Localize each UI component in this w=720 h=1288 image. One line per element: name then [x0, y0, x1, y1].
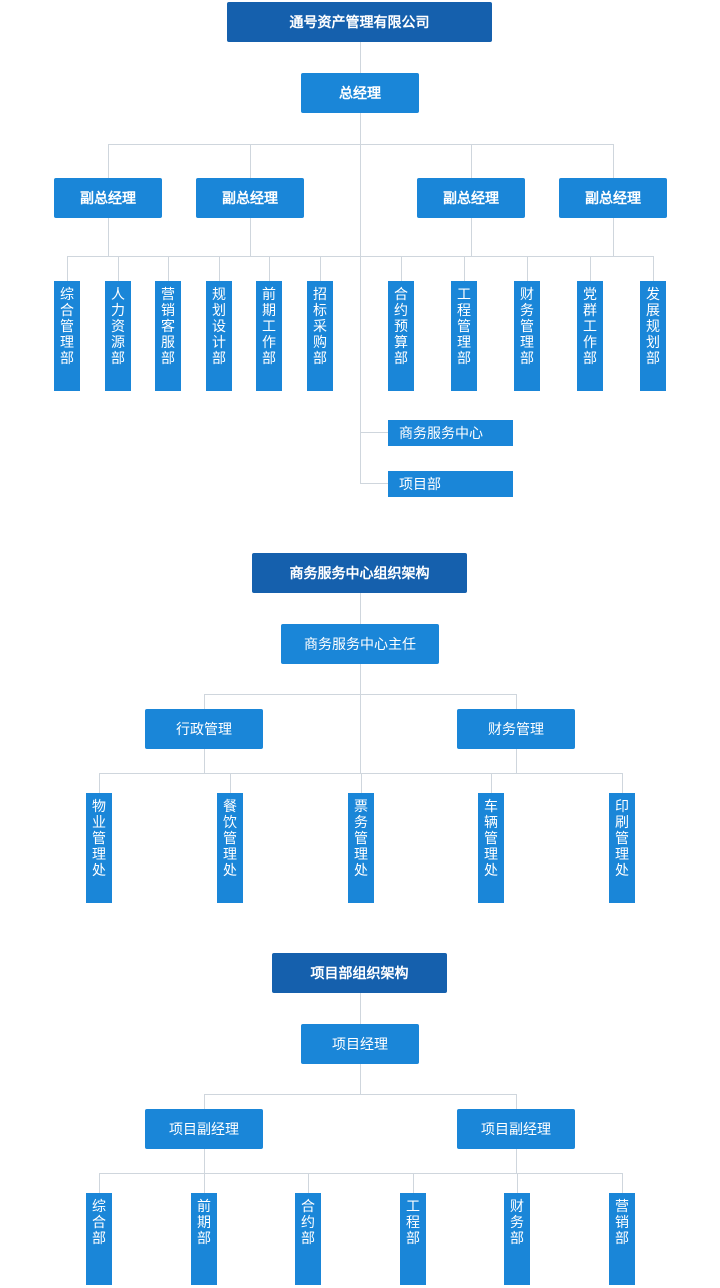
deputy-project-manager-box: 项目副经理 — [457, 1109, 575, 1149]
service-unit-box: 物业管理处 — [86, 793, 112, 903]
service-unit-box: 印刷管理处 — [609, 793, 635, 903]
project-unit-box: 营销部 — [609, 1193, 635, 1285]
department-box: 营销客服部 — [155, 281, 181, 391]
department-box: 发展规划部 — [640, 281, 666, 391]
deputy-manager-box: 副总经理 — [54, 178, 162, 218]
project-department-box: 项目部 — [388, 471, 513, 497]
general-manager-box: 总经理 — [301, 73, 419, 113]
project-unit-box: 综合部 — [86, 1193, 112, 1285]
service-unit-box: 票务管理处 — [348, 793, 374, 903]
department-box: 前期工作部 — [256, 281, 282, 391]
department-box: 党群工作部 — [577, 281, 603, 391]
department-box: 人力资源部 — [105, 281, 131, 391]
department-box: 综合管理部 — [54, 281, 80, 391]
service-center-head-box: 商务服务中心主任 — [281, 624, 439, 664]
deputy-manager-box: 副总经理 — [417, 178, 525, 218]
admin-management-box: 行政管理 — [145, 709, 263, 749]
department-box: 合约预算部 — [388, 281, 414, 391]
finance-management-box: 财务管理 — [457, 709, 575, 749]
deputy-manager-box: 副总经理 — [559, 178, 667, 218]
department-box: 财务管理部 — [514, 281, 540, 391]
project-unit-box: 财务部 — [504, 1193, 530, 1285]
deputy-manager-box: 副总经理 — [196, 178, 304, 218]
company-title-box: 通号资产管理有限公司 — [227, 2, 492, 42]
project-unit-box: 工程部 — [400, 1193, 426, 1285]
project-manager-box: 项目经理 — [301, 1024, 419, 1064]
project-unit-box: 合约部 — [295, 1193, 321, 1285]
service-unit-box: 餐饮管理处 — [217, 793, 243, 903]
business-service-center-box: 商务服务中心 — [388, 420, 513, 446]
project-unit-box: 前期部 — [191, 1193, 217, 1285]
department-box: 规划设计部 — [206, 281, 232, 391]
deputy-project-manager-box: 项目副经理 — [145, 1109, 263, 1149]
service-unit-box: 车辆管理处 — [478, 793, 504, 903]
service-center-title-box: 商务服务中心组织架构 — [252, 553, 467, 593]
department-box: 工程管理部 — [451, 281, 477, 391]
department-box: 招标采购部 — [307, 281, 333, 391]
project-dept-title-box: 项目部组织架构 — [272, 953, 447, 993]
